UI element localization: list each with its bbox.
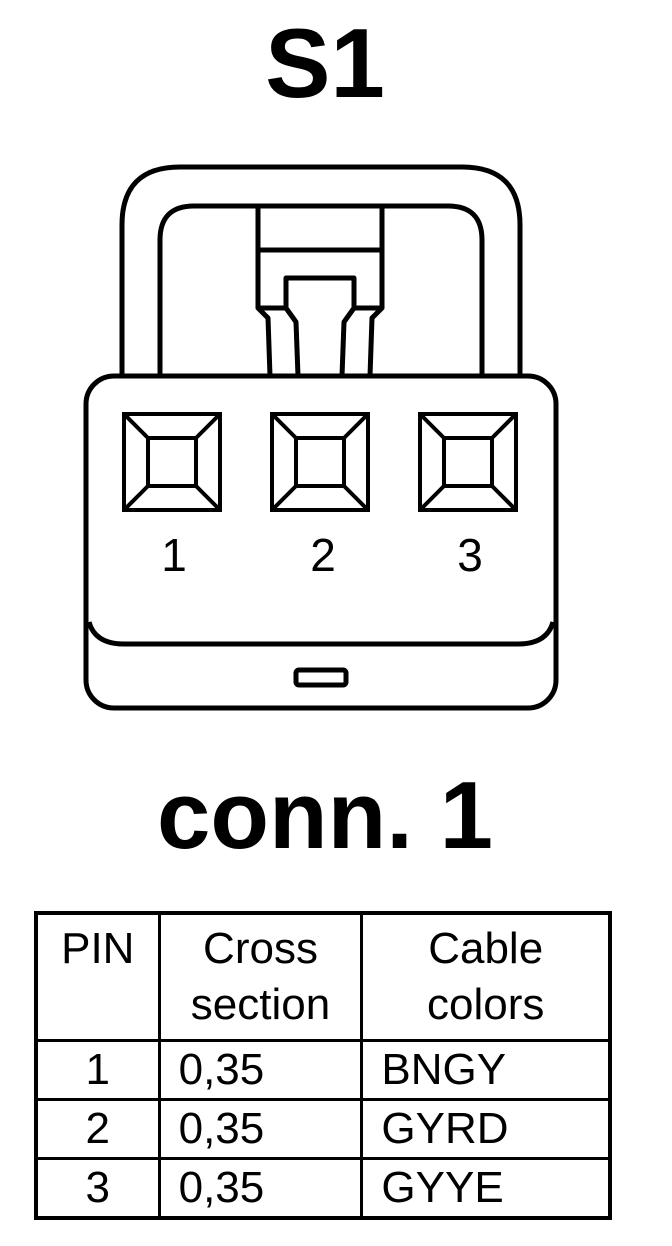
- latch-tongue: [255, 206, 273, 377]
- cell-cable-colors: BNGY: [360, 1039, 612, 1101]
- pin-label-1: 1: [161, 529, 187, 581]
- pin-label-2: 2: [310, 529, 336, 581]
- cell-cable-colors: GYYE: [360, 1157, 612, 1220]
- latch-outer: [119, 164, 523, 376]
- cell-pin: 1: [34, 1039, 161, 1101]
- key-slot: [293, 667, 349, 688]
- table-row: 2 0,35 GYRD: [34, 1098, 612, 1160]
- header-pin: PIN: [34, 911, 161, 1042]
- pin-cavity-2: [270, 412, 370, 512]
- table-header-row: PIN Cross section Cable colors: [34, 911, 612, 1042]
- pin-assignment-table: PIN Cross section Cable colors 1 0,35 BN…: [34, 911, 612, 1220]
- latch-inner: [157, 203, 485, 376]
- pin-cavity-3: [418, 412, 518, 512]
- table-row: 3 0,35 GYYE: [34, 1157, 612, 1220]
- cell-pin: 3: [34, 1157, 161, 1220]
- header-cross-section: Cross section: [157, 911, 364, 1042]
- cell-pin: 2: [34, 1098, 161, 1160]
- cell-cross-section: 0,35: [157, 1098, 364, 1160]
- table-row: 1 0,35 BNGY: [34, 1039, 612, 1101]
- header-cable-colors: Cable colors: [360, 911, 612, 1042]
- cell-cable-colors: GYRD: [360, 1098, 612, 1160]
- connector-drawing: 1 2 3: [83, 164, 559, 711]
- connector-name: conn. 1: [156, 762, 494, 869]
- housing-band: [86, 621, 556, 647]
- cell-cross-section: 0,35: [157, 1157, 364, 1220]
- diagram-title: S1: [265, 8, 385, 118]
- cell-cross-section: 0,35: [157, 1039, 364, 1101]
- pin-label-3: 3: [457, 529, 483, 581]
- housing-body: [83, 373, 559, 711]
- pin-cavity-1: [122, 412, 222, 512]
